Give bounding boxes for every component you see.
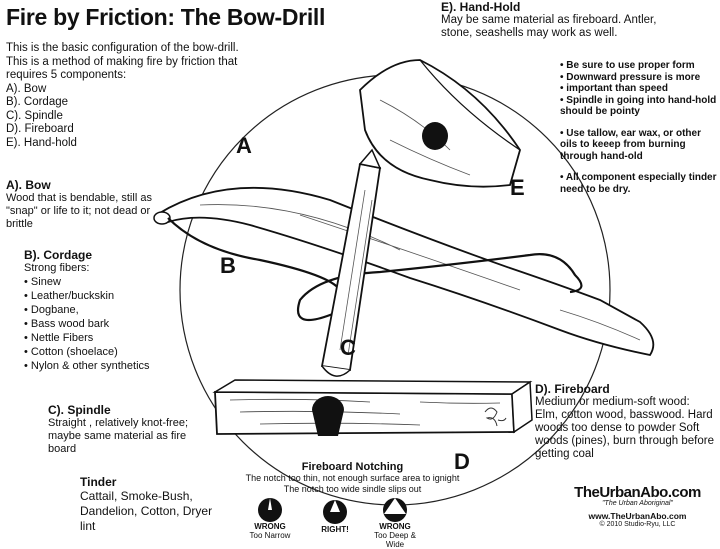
tinder-heading: Tinder [80, 475, 117, 489]
handhold-body: May be same material as fireboard. Antle… [441, 14, 657, 39]
spindle-drawing [320, 148, 382, 377]
tip-line: Be sure to use proper form [560, 60, 720, 72]
fireboard-section: D). Fireboard Medium or medium-soft wood… [535, 382, 715, 461]
tip-line: Use tallow, ear wax, or other oils to ke… [560, 128, 720, 163]
spindle-section: C). Spindle Straight , relatively knot-f… [48, 403, 198, 456]
component-item: D). Fireboard [6, 123, 74, 135]
spindle-body: Straight , relatively knot-free; maybe s… [48, 417, 189, 455]
bow-drawing [153, 186, 655, 357]
bow-section: A). Bow Wood that is bendable, still as … [6, 178, 156, 231]
component-item: A). Bow [6, 82, 47, 95]
diagram-label-d: D [454, 449, 470, 474]
list-item: Nettle Fibers [24, 331, 174, 345]
brand-url: www.TheUrbanAbo.com [588, 511, 687, 521]
bow-heading: A). Bow [6, 178, 51, 192]
handhold-heading: E). Hand-Hold [441, 0, 521, 14]
notch-example-right: RIGHT! [305, 525, 365, 534]
notch-examples [258, 498, 407, 524]
diagram-label-a: A [236, 133, 252, 158]
cordage-heading: B). Cordage [24, 248, 93, 262]
diagram-label-c: C [340, 335, 356, 360]
component-list: A). Bow B). Cordage C). Spindle D). Fire… [6, 83, 241, 151]
notching-desc: The notch too wide sindle slips out [283, 484, 422, 494]
tip-line: Spindle in going into hand-hold should b… [560, 95, 720, 118]
notching-title: Fireboard Notching [301, 461, 404, 473]
component-item: B). Cordage [6, 96, 69, 108]
tip-group: All component especially tinder need to … [560, 172, 720, 195]
component-item: C). Spindle [6, 109, 63, 122]
brand-block: TheUrbanAbo.com "The Urban Aboriginal" w… [555, 484, 720, 528]
tip-group: Use tallow, ear wax, or other oils to ke… [560, 128, 720, 163]
tip-line: All component especially tinder need to … [560, 172, 720, 195]
list-item: Sinew [24, 275, 174, 289]
notch-sublabel: Too Deep & Wide [374, 531, 416, 549]
cordage-drawing [167, 217, 583, 322]
list-item: Nylon & other synthetics [24, 359, 174, 373]
component-item: E). Hand-hold [6, 136, 77, 149]
diagram-label-e: E [510, 175, 525, 200]
handhold-section: E). Hand-Hold May be same material as fi… [441, 0, 666, 40]
brand-copyright: © 2010 Studio-Ryu, LLC [599, 521, 676, 528]
page-title: Fire by Friction: The Bow-Drill [6, 4, 326, 30]
tinder-body: Cattail, Smoke-Bush, Dandelion, Cotton, … [80, 489, 213, 533]
intro-section: This is the basic configuration of the b… [6, 42, 241, 150]
notching-desc: The notch too thin, not enough surface a… [245, 473, 460, 483]
fireboard-body: Medium or medium-soft wood: Elm, cotton … [535, 396, 714, 460]
spindle-heading: C). Spindle [48, 403, 111, 417]
cordage-subheading: Strong fibers: [24, 262, 90, 274]
notch-label: WRONG [254, 522, 286, 531]
notch-example-narrow: WRONG Too Narrow [240, 522, 300, 540]
intro-text: This is the basic configuration of the b… [6, 42, 239, 81]
notch-label: RIGHT! [321, 525, 349, 534]
tip-line: important than speed [560, 83, 720, 95]
tips-section: Be sure to use proper form Downward pres… [560, 60, 720, 205]
list-item: Cotton (shoelace) [24, 345, 174, 359]
handhold-drawing [359, 59, 521, 188]
fireboard-heading: D). Fireboard [535, 382, 610, 396]
brand-name: TheUrbanAbo.com [574, 484, 701, 501]
cordage-list: Sinew Leather/buckskin Dogbane, Bass woo… [24, 275, 174, 373]
fireboard-drawing [212, 379, 533, 436]
signature-mark [484, 407, 507, 427]
cordage-section: B). Cordage Strong fibers: Sinew Leather… [24, 248, 174, 373]
list-item: Bass wood bark [24, 317, 174, 331]
tinder-section: Tinder Cattail, Smoke-Bush, Dandelion, C… [80, 475, 220, 534]
notching-section: Fireboard Notching The notch too thin, n… [235, 461, 470, 495]
list-item: Leather/buckskin [24, 289, 174, 303]
tip-line: Downward pressure is more [560, 72, 720, 84]
bow-body: Wood that is bendable, still as "snap" o… [6, 192, 152, 230]
diagram-label-b: B [220, 253, 236, 278]
list-item: Dogbane, [24, 303, 174, 317]
notch-label: WRONG [379, 522, 411, 531]
tip-group: Be sure to use proper form Downward pres… [560, 60, 720, 118]
notch-sublabel: Too Narrow [249, 531, 291, 540]
brand-tagline: "The Urban Aboriginal" [602, 500, 673, 507]
